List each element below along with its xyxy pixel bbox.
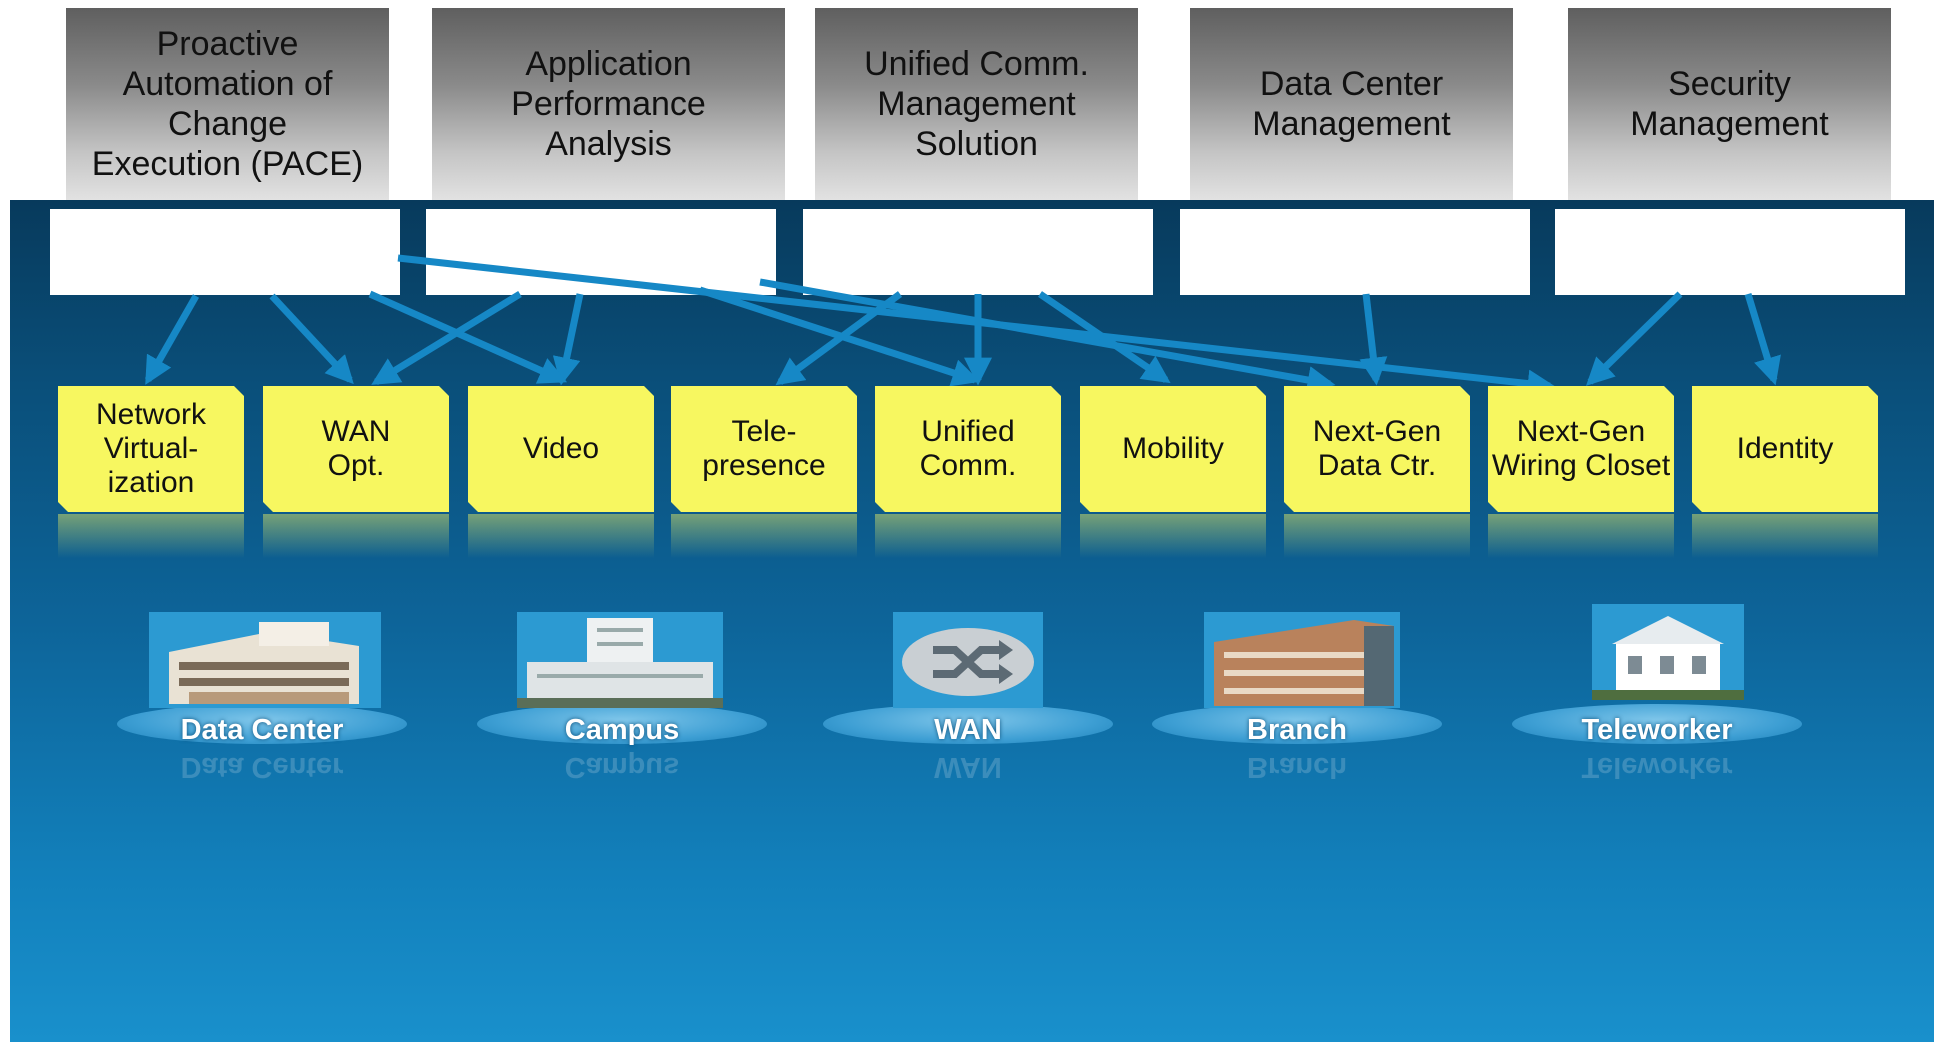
arrow-uc-mobility [1038,291,1171,384]
place-data-center: Data Center Data Center [117,612,417,792]
arrow-pace-network-virtualization [144,294,200,385]
house-icon [1592,604,1744,700]
solution-next-gen-wiring-closet: Next-Gen Wiring Closet [1488,386,1674,558]
management-label: Application Performance Analysis [511,45,706,163]
place-label: Data Center [180,714,344,746]
place-label-reflection: Campus [564,751,680,783]
management-box [1555,209,1905,295]
solution-label: Next-Gen Wiring Closet [1491,415,1671,482]
solution-label: Unified Comm. [919,415,1017,482]
solution-unified-comm: Unified Comm. [875,386,1061,558]
solution-mobility: Mobility [1080,386,1266,558]
arrow-dc-next-gen-data-ctr [1359,293,1388,386]
arrow-security-wiring-closet [1585,291,1683,386]
management-header-pace: Proactive Automation of Change Execution… [66,8,389,200]
solution-label: Tele- presence [702,415,826,482]
campus-building-icon [517,612,723,708]
arrow-app-unified-comm [698,286,981,387]
solution-network-virtualization: Network Virtual- ization [58,386,244,558]
place-branch: Branch Branch [1152,612,1452,792]
management-box [1180,209,1530,295]
place-label: Teleworker [1581,714,1733,746]
management-header-app-performance: Application Performance Analysis [432,8,785,200]
place-label: Branch [1247,714,1347,746]
management-header-data-center: Data Center Management [1190,8,1513,200]
management-label: Unified Comm. Management Solution [864,45,1089,163]
management-header-unified-comm: Unified Comm. Management Solution [815,8,1138,200]
branch-office-icon [1204,612,1400,708]
arrow-pace-video [368,290,568,384]
wan-cloud-icon [893,612,1043,708]
solution-label: Mobility [1122,432,1224,465]
place-label-reflection: Teleworker [1581,751,1733,783]
management-header-security: Security Management [1568,8,1891,200]
place-label-reflection: WAN [934,751,1002,783]
solution-label: Video [522,432,600,465]
solution-label: Identity [1736,432,1834,465]
arrow-app-wan-opt [371,291,522,385]
place-label: Campus [564,714,680,746]
arrow-pace-wan-opt [269,293,354,385]
solution-identity: Identity [1692,386,1878,558]
solution-wan-opt: WAN Opt. [263,386,449,558]
arrow-app-datacenter [759,278,1336,394]
place-wan: WAN WAN [823,612,1123,792]
place-label-reflection: Branch [1247,751,1347,783]
solution-next-gen-data-ctr: Next-Gen Data Ctr. [1284,386,1470,558]
place-label: WAN [934,714,1002,746]
solution-label: WAN Opt. [321,415,391,482]
solution-label: Next-Gen Data Ctr. [1312,415,1442,482]
solution-telepresence: Tele- presence [671,386,857,558]
management-box [50,209,400,295]
data-center-building-icon [149,612,381,708]
management-box [803,209,1153,295]
solution-video: Video [468,386,654,558]
management-label: Proactive Automation of Change Execution… [91,25,364,183]
management-label: Security Management [1630,65,1829,143]
arrow-security-identity [1744,292,1781,386]
arrow-app-video [552,293,584,386]
solution-label: Network Virtual- ization [95,398,207,499]
place-label-reflection: Data Center [180,751,344,783]
place-teleworker: Teleworker Teleworker [1512,604,1812,792]
place-campus: Campus Campus [477,612,777,792]
management-label: Data Center Management [1252,65,1451,143]
